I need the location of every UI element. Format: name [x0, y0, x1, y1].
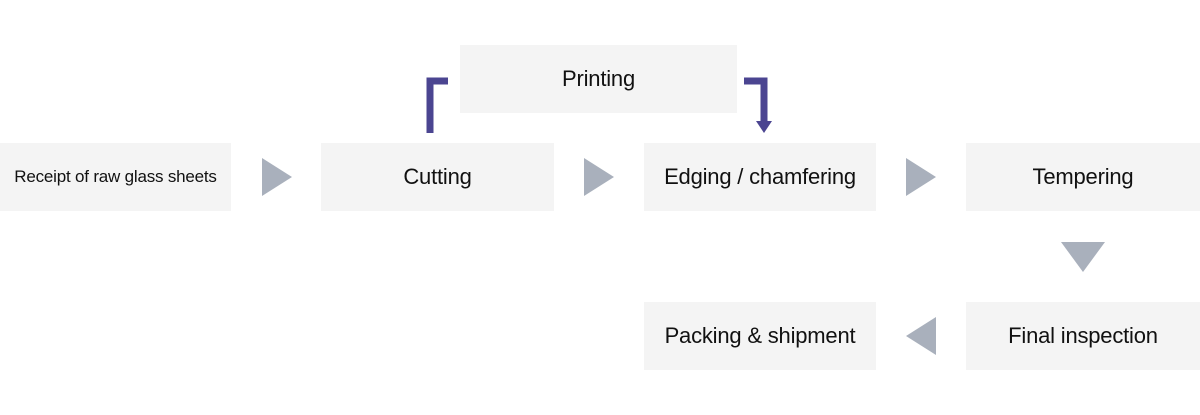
step-inspection-label: Final inspection — [1008, 323, 1158, 348]
step-receipt-label: Receipt of raw glass sheets — [14, 167, 217, 186]
step-cutting-label: Cutting — [403, 164, 472, 189]
step-inspection: Final inspection — [966, 302, 1200, 370]
step-tempering-label: Tempering — [1032, 164, 1134, 189]
step-receipt: Receipt of raw glass sheets — [0, 143, 231, 211]
step-tempering: Tempering — [966, 143, 1200, 211]
step-cutting: Cutting — [321, 143, 554, 211]
flow-arrow-receipt-to-cutting — [262, 158, 292, 196]
step-packing-label: Packing & shipment — [664, 323, 856, 348]
flow-arrow-tempering-to-inspection — [1061, 242, 1105, 272]
flow-arrow-edging-to-tempering — [906, 158, 936, 196]
step-printing-label: Printing — [562, 66, 635, 91]
edging-arrowhead — [756, 121, 772, 133]
step-edging-label: Edging / chamfering — [664, 164, 856, 189]
step-edging: Edging / chamfering — [644, 143, 876, 211]
step-printing: Printing — [460, 45, 737, 113]
printing-to-edging-connector — [744, 77, 768, 122]
cutting-to-printing-connector — [426, 77, 448, 133]
flow-arrow-cutting-to-edging — [584, 158, 614, 196]
step-packing: Packing & shipment — [644, 302, 876, 370]
flow-arrow-inspection-to-packing — [906, 317, 936, 355]
